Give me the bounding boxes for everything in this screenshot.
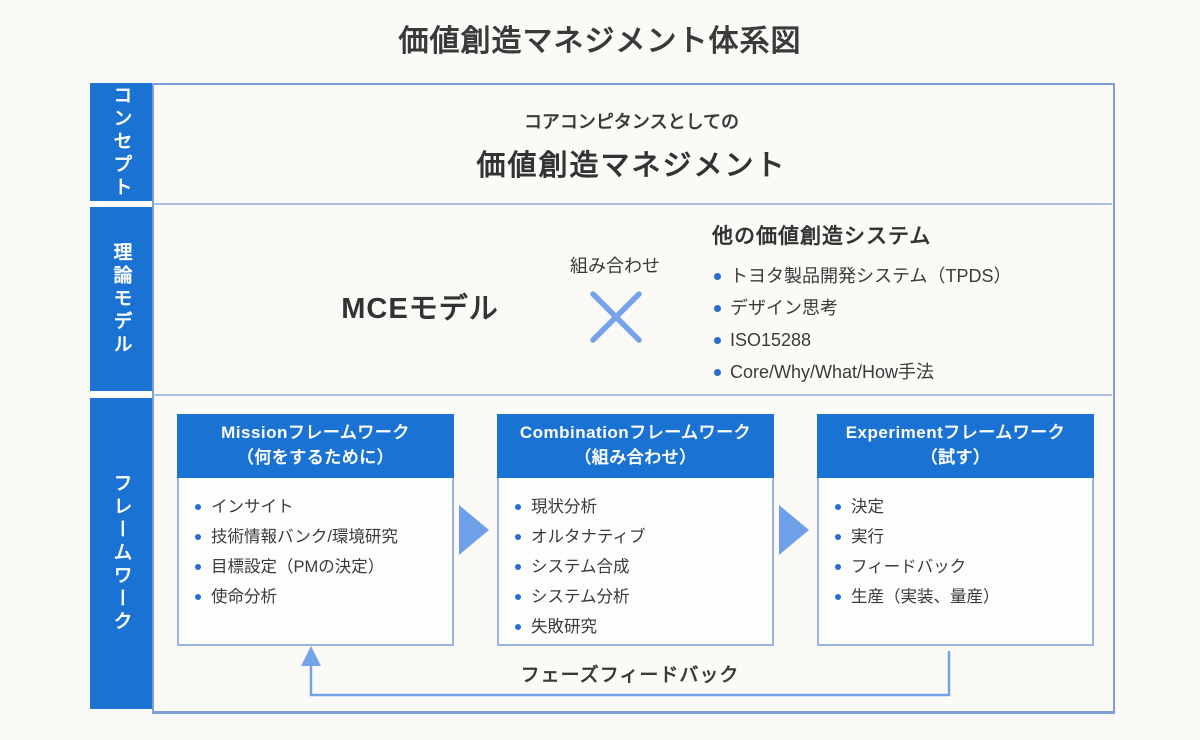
- combination-framework-header: Combinationフレームワーク （組み合わせ）: [497, 414, 774, 478]
- multiply-icon: [590, 291, 642, 343]
- sidebar-label-theory-model: 理論モデル: [110, 241, 132, 357]
- bullet-icon: [835, 564, 841, 570]
- list-item: 現状分析: [513, 492, 762, 522]
- framework-box-subtitle: （何をするために）: [236, 448, 395, 467]
- bullet-icon: [714, 305, 721, 312]
- list-item: システム合成: [513, 552, 762, 582]
- list-item: インサイト: [193, 492, 442, 522]
- experiment-framework-body: 決定 実行 フィードバック 生産（実装、量産）: [817, 478, 1094, 646]
- other-systems-title: 他の価値創造システム: [712, 225, 932, 248]
- page-title: 価値創造マネジメント体系図: [398, 25, 802, 58]
- list-item: システム分析: [513, 582, 762, 612]
- framework-box-title: Experimentフレームワーク: [845, 423, 1066, 443]
- experiment-framework-header: Experimentフレームワーク （試す）: [817, 414, 1094, 478]
- list-item: トヨタ製品開発システム（TPDS）: [712, 260, 1102, 292]
- bullet-icon: [195, 564, 201, 570]
- sidebar-cell-framework: フレームワーク: [90, 398, 152, 709]
- combine-label: 組み合わせ: [570, 256, 660, 276]
- framework-box-subtitle: （組み合わせ）: [574, 448, 697, 467]
- combination-framework-box: Combinationフレームワーク （組み合わせ） 現状分析 オルタナティブ …: [497, 414, 774, 646]
- list-item-label: オルタナティブ: [531, 528, 646, 546]
- phase-feedback-label: フェーズフィードバック: [520, 665, 740, 686]
- list-item: Core/Why/What/How手法: [712, 356, 1102, 388]
- list-item-label: 決定: [851, 498, 884, 516]
- other-systems-block: 他の価値創造システム トヨタ製品開発システム（TPDS） デザイン思考 ISO1…: [712, 220, 1102, 388]
- bullet-icon: [515, 594, 521, 600]
- list-item: 使命分析: [193, 582, 442, 612]
- list-item: オルタナティブ: [513, 522, 762, 552]
- bullet-icon: [195, 594, 201, 600]
- experiment-framework-box: Experimentフレームワーク （試す） 決定 実行 フィードバック 生産（…: [817, 414, 1094, 646]
- arrow-right-icon: [779, 505, 809, 555]
- list-item: フィードバック: [833, 552, 1082, 582]
- list-item: 決定: [833, 492, 1082, 522]
- list-item-label: システム合成: [531, 558, 630, 576]
- list-item: 生産（実装、量産）: [833, 582, 1082, 612]
- bullet-icon: [714, 369, 721, 376]
- sidebar-label-framework: フレームワーク: [110, 473, 132, 634]
- bullet-icon: [195, 504, 201, 510]
- bullet-icon: [195, 534, 201, 540]
- concept-subtitle: コアコンピタンスとしての: [523, 112, 740, 132]
- list-item: 技術情報バンク/環境研究: [193, 522, 442, 552]
- list-item-label: Core/Why/What/How手法: [730, 362, 935, 382]
- sidebar-cell-theory-model: 理論モデル: [90, 207, 152, 391]
- other-systems-list: トヨタ製品開発システム（TPDS） デザイン思考 ISO15288 Core/W…: [712, 260, 1102, 388]
- mce-model-label: MCEモデル: [341, 293, 499, 325]
- mission-framework-box: Missionフレームワーク （何をするために） インサイト 技術情報バンク/環…: [177, 414, 454, 646]
- bullet-icon: [515, 504, 521, 510]
- mission-items-list: インサイト 技術情報バンク/環境研究 目標設定（PMの決定） 使命分析: [193, 492, 442, 612]
- row-divider-2: [153, 394, 1112, 396]
- list-item-label: 技術情報バンク/環境研究: [211, 528, 398, 546]
- list-item: 実行: [833, 522, 1082, 552]
- bullet-icon: [714, 337, 721, 344]
- mission-framework-header: Missionフレームワーク （何をするために）: [177, 414, 454, 478]
- framework-box-subtitle: （試す）: [920, 448, 991, 467]
- mission-framework-body: インサイト 技術情報バンク/環境研究 目標設定（PMの決定） 使命分析: [177, 478, 454, 646]
- list-item-label: デザイン思考: [730, 298, 838, 318]
- list-item-label: 目標設定（PMの決定）: [211, 558, 385, 576]
- list-item: 目標設定（PMの決定）: [193, 552, 442, 582]
- bullet-icon: [835, 504, 841, 510]
- list-item-label: 使命分析: [211, 588, 277, 606]
- list-item-label: 失敗研究: [531, 618, 597, 636]
- combination-framework-body: 現状分析 オルタナティブ システム合成 システム分析 失敗研究: [497, 478, 774, 646]
- list-item-label: トヨタ製品開発システム（TPDS）: [730, 266, 1012, 286]
- experiment-items-list: 決定 実行 フィードバック 生産（実装、量産）: [833, 492, 1082, 612]
- list-item: デザイン思考: [712, 292, 1102, 324]
- row-divider-1: [153, 203, 1112, 205]
- framework-box-title: Combinationフレームワーク: [519, 423, 752, 443]
- list-item-label: 生産（実装、量産）: [851, 588, 1000, 606]
- bullet-icon: [835, 534, 841, 540]
- list-item-label: フィードバック: [851, 558, 967, 576]
- bullet-icon: [515, 564, 521, 570]
- bullet-icon: [835, 594, 841, 600]
- sidebar-label-concept: コンセプト: [110, 84, 132, 200]
- list-item: ISO15288: [712, 324, 1102, 356]
- framework-box-title: Missionフレームワーク: [221, 423, 410, 443]
- list-item-label: インサイト: [211, 498, 294, 516]
- bullet-icon: [515, 624, 521, 630]
- bullet-icon: [515, 534, 521, 540]
- list-item-label: 現状分析: [531, 498, 597, 516]
- concept-title: 価値創造マネジメント: [476, 150, 787, 182]
- bullet-icon: [714, 273, 721, 280]
- list-item-label: 実行: [851, 528, 884, 546]
- arrow-right-icon: [459, 505, 489, 555]
- combination-items-list: 現状分析 オルタナティブ システム合成 システム分析 失敗研究: [513, 492, 762, 642]
- list-item: 失敗研究: [513, 612, 762, 642]
- list-item-label: ISO15288: [730, 330, 812, 350]
- diagram-frame: [152, 83, 1115, 714]
- list-item-label: システム分析: [531, 588, 630, 606]
- concept-block: コアコンピタンスとしての 価値創造マネジメント: [152, 108, 1111, 184]
- sidebar-cell-concept: コンセプト: [90, 83, 152, 201]
